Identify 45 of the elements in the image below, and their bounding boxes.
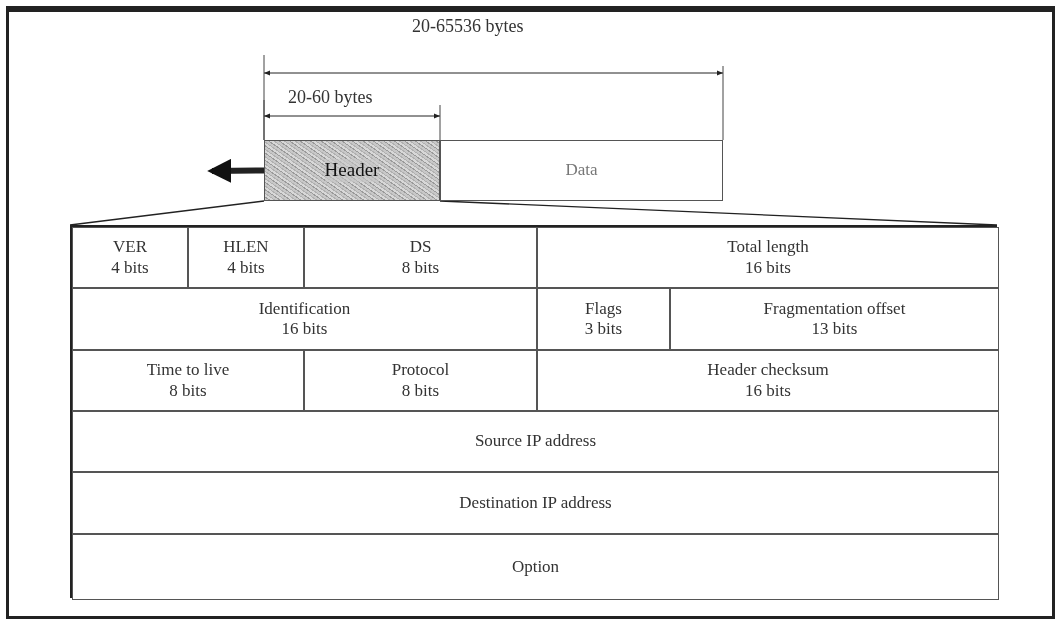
data-segment — [440, 140, 723, 201]
field-cell — [537, 350, 999, 411]
field-cell — [304, 227, 537, 288]
field-name: Fragmentation offset — [763, 298, 906, 319]
field-name: Flags — [585, 298, 622, 319]
field-name: Source IP address — [474, 431, 597, 452]
field-cell — [72, 350, 304, 411]
field-cell — [72, 288, 537, 350]
field-name: VER — [113, 237, 147, 258]
field-name: Option — [511, 556, 560, 578]
header-segment — [264, 140, 440, 201]
field-size: 4 bits — [227, 257, 265, 278]
field-name: Header checksum — [707, 360, 829, 381]
arrow — [207, 158, 265, 183]
field-name: DS — [409, 237, 432, 258]
field-cell — [72, 472, 999, 534]
expansion-line — [69, 200, 265, 226]
field-name: Protocol — [391, 360, 450, 381]
dimension-label: 20-65536 bytes — [412, 16, 524, 37]
field-cell — [72, 227, 188, 288]
field-size: 3 bits — [584, 319, 623, 340]
field-cell — [537, 288, 670, 350]
field-name: Destination IP address — [459, 492, 612, 514]
field-name: Identification — [258, 298, 351, 319]
field-size: 8 bits — [401, 380, 440, 401]
field-cell — [72, 534, 999, 600]
shaded-label: Header — [324, 159, 380, 182]
field-cell — [670, 288, 999, 350]
field-size: 16 bits — [281, 319, 328, 340]
field-size: 8 bits — [401, 257, 440, 278]
field-size: 16 bits — [745, 257, 791, 278]
field-size: 16 bits — [745, 380, 791, 401]
header-format-table — [70, 225, 997, 598]
field-cell — [188, 227, 304, 288]
field-name: Time to live — [146, 360, 230, 381]
dimension-label: 20-60 bytes — [288, 87, 373, 108]
field-size: 4 bits — [111, 257, 149, 278]
field-cell — [537, 227, 999, 288]
field-cell — [72, 411, 999, 472]
field-size: 13 bits — [811, 319, 858, 340]
field-name: HLEN — [223, 237, 269, 258]
field-name: Total length — [727, 237, 809, 258]
plain-label: Data — [565, 160, 598, 181]
field-cell — [304, 350, 537, 411]
field-size: 8 bits — [169, 380, 207, 401]
